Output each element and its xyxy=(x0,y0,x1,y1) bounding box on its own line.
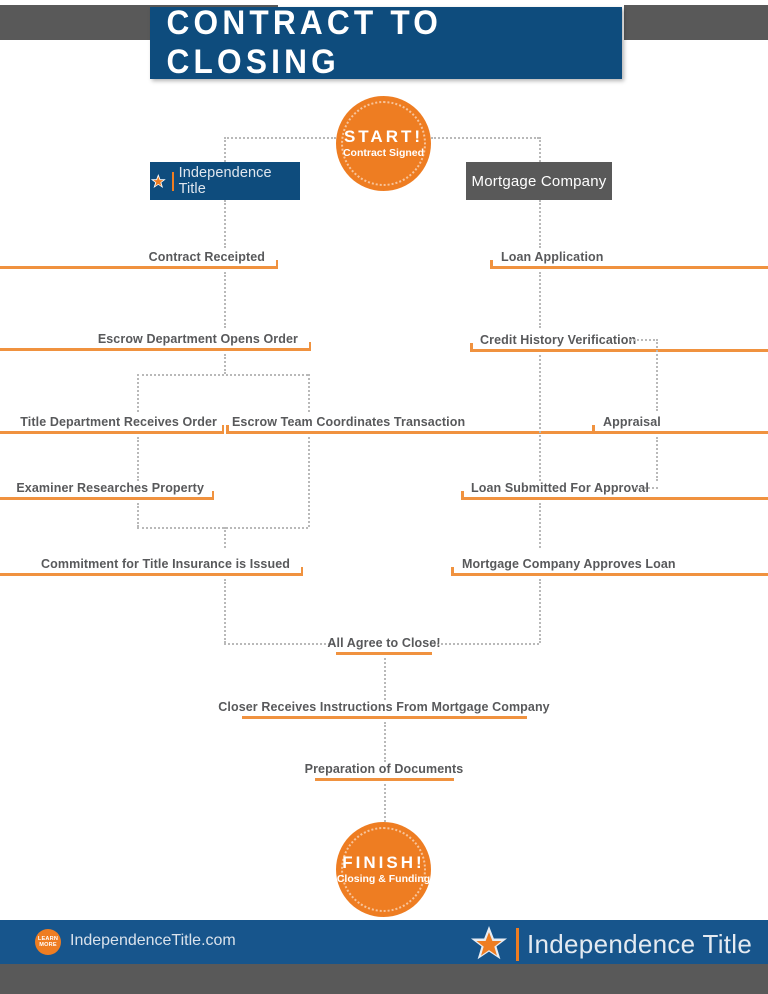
learn-more-badge[interactable]: LEARN MORE xyxy=(35,929,61,955)
step-preparation-of-documents: Preparation of Documents xyxy=(304,762,464,776)
lockup-divider xyxy=(171,171,174,191)
step-title-department-receives-order: Title Department Receives Order xyxy=(20,415,217,429)
connector-left-split-b xyxy=(308,374,310,412)
learn-more-line2: MORE xyxy=(39,942,57,948)
actor-left-label: Independence Title xyxy=(178,165,272,197)
connector-appraisal-merge xyxy=(636,487,658,489)
page-title: CONTRACT TO CLOSING xyxy=(166,4,443,81)
connector-merged-finish xyxy=(384,784,386,822)
rule-preparation-of-documents xyxy=(315,778,454,781)
actor-box-independence-title: Independence Title xyxy=(150,162,300,200)
connector-right-spur-appraisal xyxy=(630,339,658,341)
rule-tick xyxy=(211,490,214,500)
connector-merged-1 xyxy=(384,658,386,700)
actor-right-label: Mortgage Company xyxy=(471,172,607,190)
connector-right-4 xyxy=(539,503,541,548)
step-closer-receives-instructions: Closer Receives Instructions From Mortga… xyxy=(218,700,550,714)
rule-loan-application xyxy=(490,259,768,269)
connector-left-2 xyxy=(224,272,226,328)
footer-website-link[interactable]: IndependenceTitle.com xyxy=(70,932,236,949)
connector-converge-left-in xyxy=(224,643,334,645)
star-icon xyxy=(470,925,508,960)
connector-left-merge-stem xyxy=(224,527,226,548)
start-subtitle: Contract Signed xyxy=(342,146,425,159)
connector-left-1 xyxy=(224,200,226,248)
rule-examiner-researches-property xyxy=(0,490,214,500)
step-all-agree-to-close: All Agree to Close! xyxy=(327,636,441,650)
connector-right-2 xyxy=(539,272,541,328)
connector-left-split-bar xyxy=(137,374,308,376)
connector-drop-appraisal xyxy=(656,339,658,411)
rule-tick xyxy=(490,259,493,269)
footer-brand-lockup: Independence Title xyxy=(470,925,752,963)
rule-tick xyxy=(308,341,311,351)
rule-mortgage-company-approves-loan xyxy=(451,566,768,576)
connector-start-to-right xyxy=(431,137,539,139)
rule-tick xyxy=(470,342,473,352)
step-contract-receipted: Contract Receipted xyxy=(148,250,265,264)
actor-box-mortgage-company: Mortgage Company xyxy=(466,162,612,200)
connector-left-split-a xyxy=(137,374,139,412)
rule-tick xyxy=(275,259,278,269)
footer-brand-name: Independence Title xyxy=(527,928,753,959)
connector-appraisal-down xyxy=(656,437,658,481)
rule-closer-receives-instructions xyxy=(242,716,527,719)
connector-converge-right-down xyxy=(539,579,541,643)
footer-gray-strip xyxy=(0,964,768,994)
rule-escrow-department-opens-order xyxy=(0,341,311,351)
footer-bar xyxy=(0,920,768,964)
connector-right-1 xyxy=(539,200,541,248)
learn-more-line1: LEARN xyxy=(37,935,59,942)
rule-contract-receipted xyxy=(0,259,278,269)
title-banner: CONTRACT TO CLOSING xyxy=(150,4,622,81)
rule-commitment-for-title-insurance xyxy=(0,566,303,576)
step-escrow-department-opens-order: Escrow Department Opens Order xyxy=(97,332,298,346)
star-icon xyxy=(150,173,166,188)
connector-left-merge-bar xyxy=(137,527,308,529)
connector-left-3a xyxy=(137,437,139,481)
rule-all-agree-to-close xyxy=(336,652,432,655)
start-terminal: START! Contract Signed xyxy=(336,96,431,191)
connector-left-3b xyxy=(308,437,310,527)
rule-tick xyxy=(300,566,303,576)
rule-credit-history-verification xyxy=(470,342,768,352)
rule-loan-submitted-for-approval xyxy=(461,490,768,500)
connector-drop-right-actor xyxy=(539,137,541,162)
connector-merged-2 xyxy=(384,722,386,762)
rule-tick xyxy=(592,424,595,434)
finish-terminal: FINISH! Closing & Funding xyxy=(336,822,431,917)
connector-left-split-stem xyxy=(224,354,226,374)
connector-left-merge-a xyxy=(137,503,139,527)
finish-subtitle: Closing & Funding xyxy=(336,872,431,885)
connector-converge-right-in xyxy=(434,643,539,645)
connector-right-3 xyxy=(539,355,541,481)
independence-title-lockup: Independence Title xyxy=(150,165,300,197)
rule-tick xyxy=(461,490,464,500)
step-mortgage-company-approves-loan: Mortgage Company Approves Loan xyxy=(462,557,676,571)
footer-lockup-divider xyxy=(516,927,519,961)
step-escrow-team-coordinates-transaction: Escrow Team Coordinates Transaction xyxy=(232,415,466,429)
step-commitment-for-title-insurance: Commitment for Title Insurance is Issued xyxy=(41,557,290,571)
step-examiner-researches-property: Examiner Researches Property xyxy=(16,481,204,495)
rule-appraisal xyxy=(592,424,768,434)
connector-start-to-left xyxy=(224,137,336,139)
rule-tick xyxy=(226,424,229,434)
rule-tick xyxy=(451,566,454,576)
connector-drop-left-actor xyxy=(224,137,226,162)
start-title: START! xyxy=(343,127,424,147)
rule-title-department-receives-order xyxy=(0,424,224,434)
step-loan-submitted-for-approval: Loan Submitted For Approval xyxy=(471,481,649,495)
step-loan-application: Loan Application xyxy=(501,250,604,264)
step-credit-history-verification: Credit History Verification xyxy=(480,333,637,347)
rule-escrow-team-coordinates-transaction xyxy=(226,424,768,434)
connector-converge-left-down xyxy=(224,579,226,643)
header-strip-right xyxy=(624,5,768,40)
rule-tick xyxy=(221,424,224,434)
step-appraisal: Appraisal xyxy=(603,415,661,429)
finish-title: FINISH! xyxy=(342,853,425,873)
